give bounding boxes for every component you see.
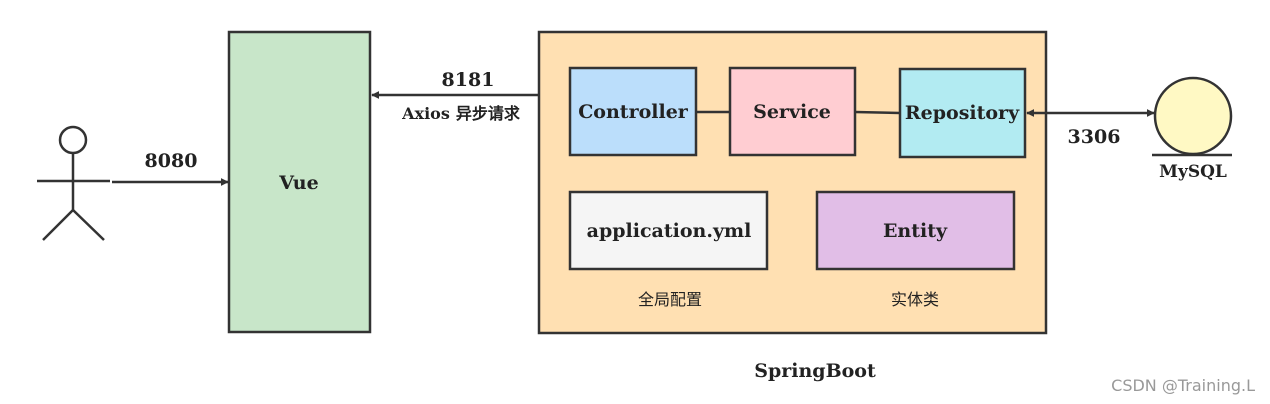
database-icon [1152,76,1233,157]
watermark: CSDN @Training.L [1111,376,1255,395]
entity-box [815,190,1016,271]
config-caption: 全局配置 [638,290,702,309]
springboot-label: SpringBoot [754,360,876,382]
vue-label: Vue [278,172,318,194]
entity-caption: 实体类 [891,290,939,309]
service-box [728,66,857,157]
user-actor-icon [37,125,110,241]
repository-box [898,67,1027,159]
axios-port-label: 8181 [442,69,495,91]
user-port-label: 8080 [145,150,198,172]
controller-box [568,66,698,157]
database-label: MySQL [1159,162,1227,182]
vue-box [227,30,372,334]
service-label: Service [753,101,831,123]
db-port-label: 3306 [1068,126,1121,148]
config-label: application.yml [587,220,752,242]
config-box [568,190,769,271]
service-repository-connector [854,110,901,115]
controller-label: Controller [578,101,689,123]
repository-label: Repository [905,102,1020,124]
entity-label: Entity [883,220,948,242]
